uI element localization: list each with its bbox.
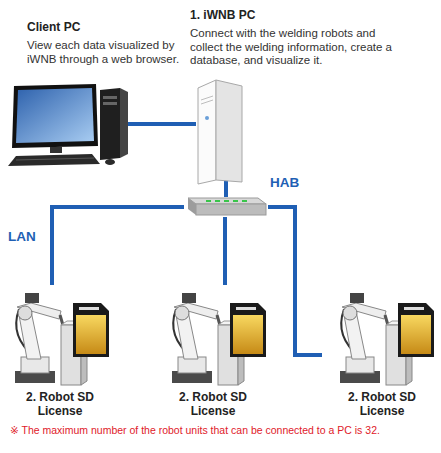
node-description: View each data visualized by iWNB throug…	[27, 39, 187, 66]
footnote: ※ The maximum number of the robot units …	[10, 424, 438, 437]
network-cable	[128, 122, 196, 126]
robot-unit: 2. Robot SD License	[322, 285, 441, 425]
monitor-bezel	[12, 84, 98, 148]
tower-front	[100, 88, 120, 160]
network-cable	[224, 180, 228, 197]
network-cable	[223, 217, 227, 285]
hub-label: HAB	[270, 175, 330, 191]
hub-led	[206, 200, 211, 202]
hub-side	[188, 198, 196, 215]
robot-illustration	[340, 293, 434, 385]
network-hub: HAB	[184, 197, 268, 217]
robot-unit: 2. Robot SD License	[153, 285, 273, 425]
robot-label: 2. Robot SD License	[18, 390, 102, 418]
hub-led	[242, 200, 247, 202]
server-side	[216, 80, 242, 182]
hub-led	[224, 200, 229, 202]
server-vent	[201, 96, 213, 100]
node-heading: Client PC	[27, 20, 187, 34]
iwnb-pc: 1. iWNB PCConnect with the welding robot…	[196, 6, 440, 180]
server-front	[198, 80, 216, 184]
server-button	[205, 116, 209, 120]
hub-top	[188, 198, 266, 204]
network-cable	[268, 207, 322, 355]
node-description: Connect with the welding robots and coll…	[190, 27, 408, 68]
node-heading: 1. iWNB PC	[190, 8, 420, 22]
robot-label: 2. Robot SD License	[340, 390, 424, 418]
network-cable	[52, 207, 184, 285]
robot-illustration	[172, 293, 266, 385]
hub-led	[233, 200, 238, 202]
hub-front	[196, 204, 266, 215]
hub-led	[215, 200, 220, 202]
monitor-stand	[50, 147, 62, 153]
tower-drive	[103, 96, 117, 99]
robot-illustration	[15, 293, 109, 385]
robot-unit: 2. Robot SD License	[0, 285, 120, 425]
keyboard	[8, 154, 100, 166]
tower-drive	[103, 102, 117, 105]
tower-side	[120, 88, 128, 158]
client-pc: Client PCView each data visualized by iW…	[5, 20, 128, 165]
keyboard-keys	[16, 158, 94, 160]
monitor-screen	[16, 88, 94, 143]
robot-label: 2. Robot SD License	[171, 390, 255, 418]
network-label: LAN	[8, 229, 68, 245]
mouse	[105, 159, 115, 165]
server-vent	[201, 100, 213, 104]
